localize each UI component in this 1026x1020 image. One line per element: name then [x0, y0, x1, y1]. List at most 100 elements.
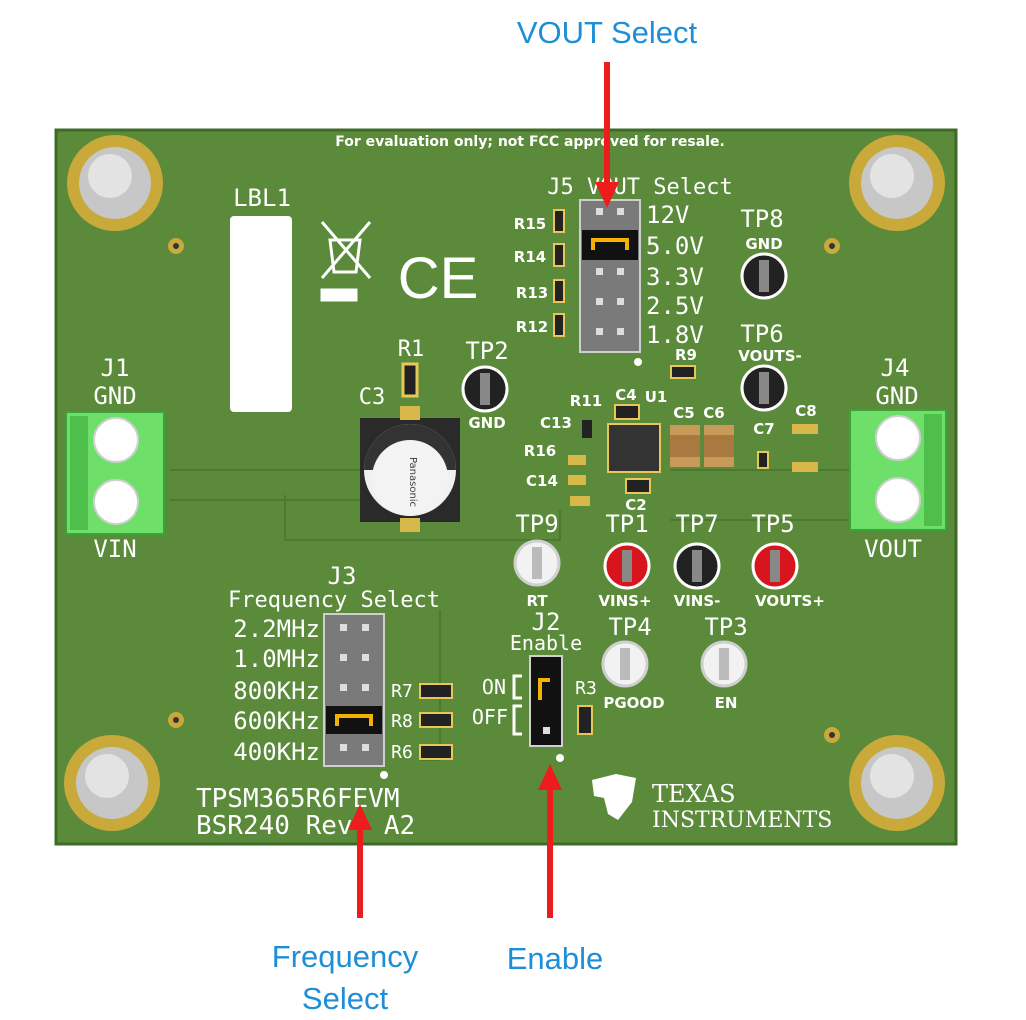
tp2-ref: TP2 [465, 337, 508, 365]
r6-ref: R6 [391, 742, 413, 763]
j2-off-label: OFF [472, 705, 508, 729]
j4-ref: J4 [881, 354, 910, 382]
tp9-testpoint[interactable] [513, 539, 561, 587]
board-name: TPSM365R6FEVM [196, 784, 400, 814]
j5-resistor-footprints [553, 209, 565, 337]
tp6-ref: TP6 [740, 320, 783, 348]
tp3-label: EN [715, 694, 738, 712]
j3-option-1-0mhz: 1.0MHz [233, 645, 320, 673]
arrow-frequency-select [348, 804, 372, 918]
mounting-hole-bottom-left [64, 735, 160, 831]
tp8-label: GND [745, 235, 782, 253]
j3-option-2-2mhz: 2.2MHz [233, 615, 320, 643]
r7-ref: R7 [391, 681, 413, 702]
ce-mark: CE [398, 246, 479, 311]
pcb-board [54, 128, 958, 846]
j2-pin1-dot [556, 754, 564, 762]
j5-option-5v: 5.0V [646, 232, 704, 260]
r3-ref: R3 [575, 678, 597, 699]
c3-ref: C3 [359, 385, 386, 410]
r1-ref: R1 [398, 337, 425, 362]
arrow-enable [538, 764, 562, 918]
weee-icon [320, 221, 372, 302]
j5-option-2v5: 2.5V [646, 292, 704, 320]
j5-title: J5 VOUT Select [547, 175, 732, 200]
tp5-testpoint[interactable] [751, 542, 799, 590]
r13-ref: R13 [516, 284, 548, 302]
j1-ref: J1 [101, 354, 130, 382]
j2-header[interactable] [512, 655, 563, 747]
j3-resistor-footprints [419, 683, 453, 760]
callout-frequency-select: Frequency Select [271, 939, 419, 1016]
c4-ref: C4 [615, 386, 636, 404]
mounting-hole-bottom-right [849, 735, 945, 831]
j3-pin1-dot [380, 771, 388, 779]
j4-vout-label: VOUT [864, 535, 922, 563]
u1-passives [568, 420, 592, 506]
j3-title: Frequency Select [228, 588, 440, 613]
label-lbl1-ref: LBL1 [233, 184, 291, 212]
c4-capacitor [614, 404, 640, 420]
tp5-label: VOUTS+ [755, 592, 825, 610]
r14-ref: R14 [514, 248, 546, 266]
tp6-label: VOUTS- [738, 347, 802, 365]
arrow-vout-select [595, 62, 619, 208]
j3-header[interactable] [323, 613, 385, 767]
tp4-testpoint[interactable] [601, 640, 649, 688]
tp1-ref: TP1 [605, 510, 648, 538]
c5-ref: C5 [673, 404, 694, 422]
j1-vin-label: VIN [93, 535, 136, 563]
r15-ref: R15 [514, 215, 546, 233]
tp8-ref: TP8 [740, 205, 783, 233]
j2-ref: J2 [532, 608, 561, 636]
j3-jumper[interactable] [326, 706, 382, 734]
j3-option-600khz: 600KHz [233, 707, 320, 735]
c3-brand: Panasonic [407, 457, 418, 507]
c3-capacitor: Panasonic [360, 406, 460, 532]
j1-terminal-block [65, 411, 165, 535]
c6-ref: C6 [703, 404, 724, 422]
r1-resistor [401, 362, 419, 398]
tp1-label: VINS+ [598, 592, 651, 610]
tp1-testpoint[interactable] [603, 542, 651, 590]
tp4-label: PGOOD [603, 694, 664, 712]
r12-ref: R12 [516, 318, 548, 336]
tp2-testpoint[interactable] [461, 365, 509, 413]
ti-logo-line1: TEXAS [652, 780, 736, 808]
mounting-hole-top-left [67, 135, 163, 231]
callout-enable: Enable [506, 941, 604, 976]
tp6-testpoint[interactable] [740, 364, 788, 412]
c13-ref: C13 [540, 414, 572, 432]
j5-header[interactable] [579, 199, 641, 353]
j5-option-3v3: 3.3V [646, 263, 704, 291]
tp2-label: GND [468, 414, 505, 432]
tp7-label: VINS- [674, 592, 721, 610]
tp3-testpoint[interactable] [700, 640, 748, 688]
tp4-ref: TP4 [608, 613, 651, 641]
tp7-ref: TP7 [675, 510, 718, 538]
c2-ref: C2 [625, 496, 646, 514]
ti-logo-line2: INSTRUMENTS [652, 808, 832, 833]
j2-title: Enable [510, 631, 582, 655]
r16-ref: R16 [524, 442, 556, 460]
j5-jumper[interactable] [582, 230, 638, 260]
j4-terminal-block [849, 409, 947, 531]
r3-resistor [577, 705, 593, 735]
c2-capacitor [625, 478, 651, 494]
ti-logo-icon [592, 774, 636, 820]
callout-vout-select: VOUT Select [516, 15, 698, 50]
tp8-testpoint[interactable] [740, 252, 788, 300]
output-capacitors [670, 425, 734, 467]
r11-ref: R11 [570, 392, 602, 410]
j3-option-800khz: 800KHz [233, 677, 320, 705]
j3-option-400khz: 400KHz [233, 738, 320, 766]
c7-capacitor [757, 451, 769, 469]
r9-resistor [670, 365, 696, 379]
tp3-ref: TP3 [704, 613, 747, 641]
c14-ref: C14 [526, 472, 558, 490]
tp7-testpoint[interactable] [673, 542, 721, 590]
tp9-ref: TP9 [515, 510, 558, 538]
r8-ref: R8 [391, 711, 413, 732]
c8-capacitor [792, 424, 818, 472]
